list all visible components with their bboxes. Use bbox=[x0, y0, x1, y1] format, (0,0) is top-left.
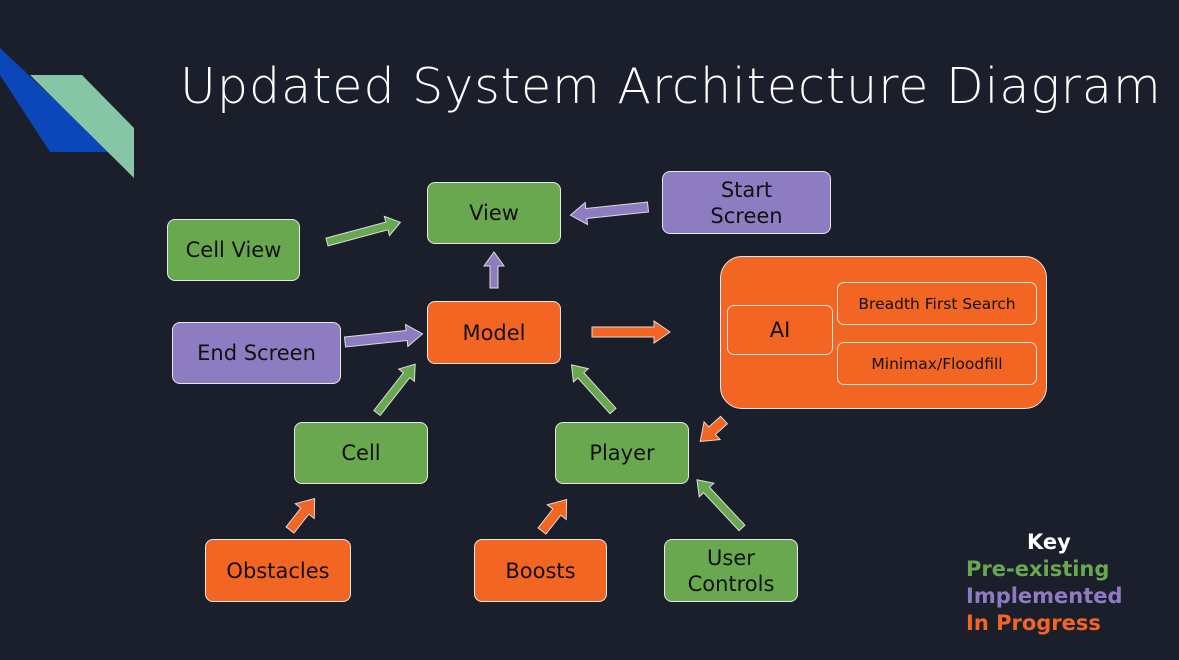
model-node: Model bbox=[427, 301, 561, 364]
start-screen-node: Start Screen bbox=[662, 171, 831, 234]
arrow-cell-to-model bbox=[373, 363, 416, 417]
arrow-cellview-to-view bbox=[325, 215, 402, 247]
arrow-model-to-ai bbox=[591, 320, 671, 344]
arrow-ai-to-player bbox=[699, 415, 729, 442]
cell-node: Cell bbox=[294, 422, 428, 484]
ai-group: AI Breadth First Search Minimax/Floodfil… bbox=[720, 256, 1047, 409]
end-screen-node: End Screen bbox=[172, 322, 341, 384]
player-node: Player bbox=[555, 422, 689, 484]
arrow-obstacles-to-cell bbox=[285, 497, 316, 534]
legend-in-progress: In Progress bbox=[966, 611, 1101, 635]
cell-view-node: Cell View bbox=[167, 219, 300, 281]
arrow-boosts-to-player bbox=[537, 498, 568, 535]
page-title: Updated System Architecture Diagram bbox=[180, 58, 1162, 115]
minimax-node: Minimax/Floodfill bbox=[837, 342, 1037, 385]
legend-implemented: Implemented bbox=[966, 584, 1123, 608]
arrow-startscreen-to-view bbox=[569, 201, 650, 226]
ai-node: AI bbox=[727, 305, 833, 355]
legend: Key Pre-existing Implemented In Progress bbox=[966, 529, 1146, 637]
obstacles-node: Obstacles bbox=[205, 539, 351, 602]
legend-pre-existing: Pre-existing bbox=[966, 557, 1110, 581]
teal-stripe bbox=[30, 75, 134, 178]
arrow-player-to-model bbox=[570, 364, 617, 415]
arrow-endscreen-to-model bbox=[343, 323, 424, 348]
legend-title: Key bbox=[1027, 530, 1071, 554]
user-controls-node: User Controls bbox=[664, 539, 798, 602]
arrow-usercontrols-to-player bbox=[696, 479, 746, 532]
boosts-node: Boosts bbox=[474, 539, 607, 602]
bfs-node: Breadth First Search bbox=[837, 282, 1037, 325]
arrow-model-to-view bbox=[483, 251, 505, 289]
view-node: View bbox=[427, 182, 561, 244]
